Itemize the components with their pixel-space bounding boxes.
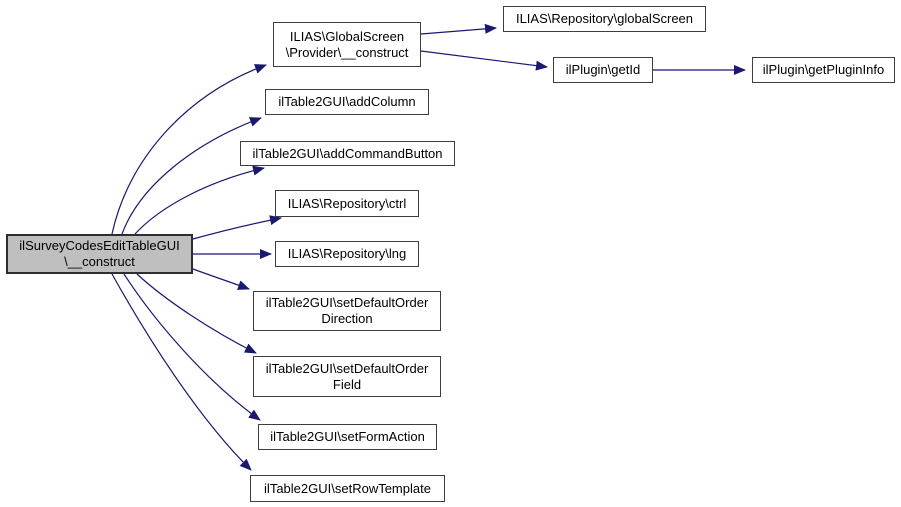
graph-node-ilias-globalscreen-provider-construct[interactable]: ILIAS\GlobalScreen\Provider\__construct <box>273 22 421 67</box>
graph-node-label: ilTable2GUI\setDefaultOrder <box>265 360 429 376</box>
graph-node-iltable2gui-addcommandbutton[interactable]: ilTable2GUI\addCommandButton <box>240 141 455 166</box>
graph-node-ilias-repository-lng[interactable]: ILIAS\Repository\lng <box>275 241 419 267</box>
graph-node-label: Direction <box>321 311 373 326</box>
call-edge-ilsurveycodesedittablegui-construct-to-ilias-repository-ctrl <box>192 215 282 240</box>
graph-node-label: ilPlugin\getPluginInfo <box>762 62 885 77</box>
call-edge-ilsurveycodesedittablegui-construct-to-iltable2gui-setdefaultorderfield <box>136 273 257 354</box>
graph-node-iltable2gui-setformaction[interactable]: ilTable2GUI\setFormAction <box>258 424 437 450</box>
graph-node-label: \__construct <box>64 254 135 269</box>
graph-node-label: ilPlugin\getId <box>565 62 641 77</box>
graph-node-ilias-repository-globalscreen[interactable]: ILIAS\Repository\globalScreen <box>503 6 706 32</box>
graph-node-ilplugin-getid[interactable]: ilPlugin\getId <box>553 57 653 83</box>
graph-node-label: ilTable2GUI\setRowTemplate <box>264 480 431 496</box>
graph-node-label: \Provider\__construct <box>285 44 409 60</box>
graph-node-ilsurveycodesedittablegui-construct[interactable]: ilSurveyCodesEditTableGUI\__construct <box>6 234 193 274</box>
call-edge-ilsurveycodesedittablegui-construct-to-iltable2gui-addcommandbutton <box>134 165 265 235</box>
graph-node-label: ilTable2GUI\setFormAction <box>270 429 425 444</box>
call-edge-ilias-globalscreen-provider-construct-to-ilias-repository-globalscreen <box>420 23 497 35</box>
graph-node-label: ILIAS\Repository\globalScreen <box>515 11 694 26</box>
graph-node-label: ILIAS\GlobalScreen <box>289 28 405 44</box>
graph-node-label: ilTable2GUI\setDefaultOrder <box>265 295 429 310</box>
call-edge-ilsurveycodesedittablegui-construct-to-ilias-globalscreen-provider-construct <box>111 64 267 235</box>
graph-node-iltable2gui-addcolumn[interactable]: ilTable2GUI\addColumn <box>265 89 429 115</box>
graph-node-label: ILIAS\Repository\ctrl <box>287 195 407 211</box>
graph-node-label: ilTable2GUI\addCommandButton <box>252 145 443 161</box>
call-edge-ilsurveycodesedittablegui-construct-to-iltable2gui-addcolumn <box>121 117 262 235</box>
call-edge-ilsurveycodesedittablegui-construct-to-iltable2gui-setformaction <box>123 273 261 421</box>
graph-node-label: Field <box>332 376 362 392</box>
call-edge-ilsurveycodesedittablegui-construct-to-iltable2gui-setrowtemplate <box>111 273 252 471</box>
graph-node-label: ILIAS\Repository\lng <box>287 246 407 261</box>
graph-node-ilplugin-getplugininfo[interactable]: ilPlugin\getPluginInfo <box>752 57 895 83</box>
call-edge-ilias-globalscreen-provider-construct-to-ilplugin-getid <box>420 50 548 71</box>
graph-node-iltable2gui-setrowtemplate[interactable]: ilTable2GUI\setRowTemplate <box>250 475 445 502</box>
graph-node-ilias-repository-ctrl[interactable]: ILIAS\Repository\ctrl <box>275 190 419 217</box>
call-edge-ilsurveycodesedittablegui-construct-to-iltable2gui-setdefaultorderdirection <box>192 268 250 290</box>
graph-node-label: ilSurveyCodesEditTableGUI <box>19 238 180 253</box>
graph-node-label: ilTable2GUI\addColumn <box>278 94 416 109</box>
